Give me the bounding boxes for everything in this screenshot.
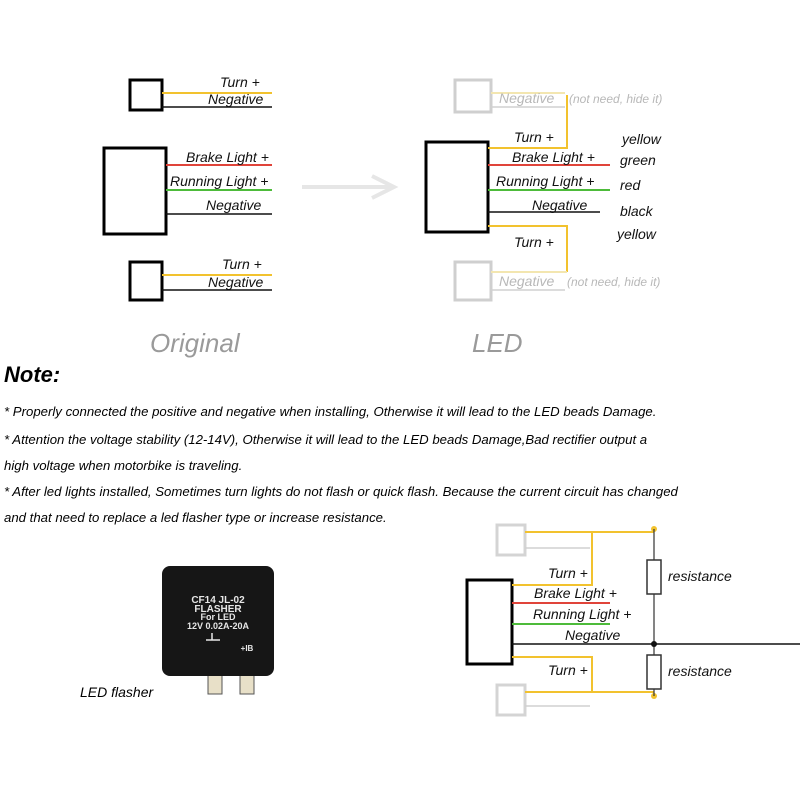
- label-turn: Turn +: [220, 74, 260, 90]
- label-turn: Turn +: [222, 256, 262, 272]
- led-bottom-faded-connector: Negative (not need, hide it): [453, 260, 660, 302]
- note-line: high voltage when motorbike is traveling…: [4, 458, 243, 473]
- resistance-diagram: Turn + Brake Light + Running Light + Neg…: [465, 523, 800, 717]
- label-resistance-top: resistance: [668, 568, 732, 584]
- caption-original: Original: [150, 328, 241, 358]
- faded-connector-bottom: [495, 683, 527, 717]
- wire-yellow-bottom: [488, 225, 568, 272]
- label-not-need: (not need, hide it): [569, 92, 662, 106]
- label-negative: Negative: [532, 197, 587, 213]
- resistor-top: [646, 559, 662, 595]
- junction-dot: [651, 641, 657, 647]
- color-label-yellow-2: yellow: [616, 226, 657, 242]
- label-brake-light: Brake Light +: [512, 149, 595, 165]
- wire-yellow-top: [488, 95, 568, 149]
- label-turn-bottom: Turn +: [514, 234, 554, 250]
- faded-connector-top: [495, 523, 527, 557]
- led-flasher-illustration: CF14 JL-02 FLASHER For LED 12V 0.02A-20A…: [162, 566, 274, 695]
- led-top-faded-connector: Negative (not need, hide it): [453, 78, 662, 114]
- note-title: Note:: [4, 362, 61, 387]
- color-label-yellow: yellow: [621, 131, 662, 147]
- label-negative: Negative: [565, 627, 620, 643]
- label-negative-faded: Negative: [499, 273, 554, 289]
- flasher-for: For LED: [201, 612, 236, 622]
- connector-housing: [128, 260, 164, 302]
- flasher-caption: LED flasher: [80, 684, 154, 700]
- label-negative: Negative: [206, 197, 261, 213]
- ground-icon: [206, 633, 220, 641]
- note-line: and that need to replace a led flasher t…: [4, 510, 387, 525]
- flasher-type: FLASHER: [194, 604, 242, 615]
- wire-yellow-bottom: [512, 656, 593, 692]
- label-running-light: Running Light +: [170, 173, 268, 189]
- led-wire-color-list: yellow green red black yellow: [616, 131, 662, 242]
- connector-housing: [128, 78, 164, 112]
- caption-led: LED: [472, 328, 523, 358]
- flasher-terminal-label: +IB: [241, 644, 254, 653]
- label-brake-light: Brake Light +: [186, 149, 269, 165]
- label-resistance-bottom: resistance: [668, 663, 732, 679]
- resistor-bottom: [646, 654, 662, 690]
- note-line: * After led lights installed, Sometimes …: [4, 484, 678, 499]
- original-bottom-connector: Turn + Negative: [128, 256, 272, 302]
- flasher-body: [162, 566, 274, 676]
- original-top-connector: Turn + Negative: [128, 74, 272, 112]
- note-line: * Attention the voltage stability (12-14…: [4, 432, 648, 447]
- label-negative: Negative: [208, 91, 263, 107]
- connector-housing: [453, 260, 493, 302]
- label-negative-faded: Negative: [499, 90, 554, 106]
- arrow-icon: [302, 174, 399, 200]
- original-main-connector: Brake Light + Running Light + Negative: [102, 146, 272, 236]
- label-turn-top: Turn +: [548, 565, 588, 581]
- flasher-rating: 12V 0.02A-20A: [187, 621, 250, 631]
- led-main-connector: Turn + Brake Light + Running Light + Neg…: [424, 95, 610, 272]
- label-running-light: Running Light +: [496, 173, 594, 189]
- connector-housing: [424, 140, 490, 234]
- label-running-light: Running Light +: [533, 606, 631, 622]
- color-label-green: green: [620, 152, 656, 168]
- color-label-red: red: [620, 177, 641, 193]
- label-negative: Negative: [208, 274, 263, 290]
- connector-housing: [102, 146, 168, 236]
- label-brake-light: Brake Light +: [534, 585, 617, 601]
- connector-housing: [453, 78, 493, 114]
- label-not-need: (not need, hide it): [567, 275, 660, 289]
- label-turn-bottom: Turn +: [548, 662, 588, 678]
- note-line: * Properly connected the positive and ne…: [4, 404, 657, 419]
- main-connector: [465, 578, 514, 666]
- color-label-black: black: [620, 203, 654, 219]
- label-turn-top: Turn +: [514, 129, 554, 145]
- flasher-model: CF14 JL-02: [191, 595, 245, 606]
- wire-yellow-top: [512, 532, 593, 586]
